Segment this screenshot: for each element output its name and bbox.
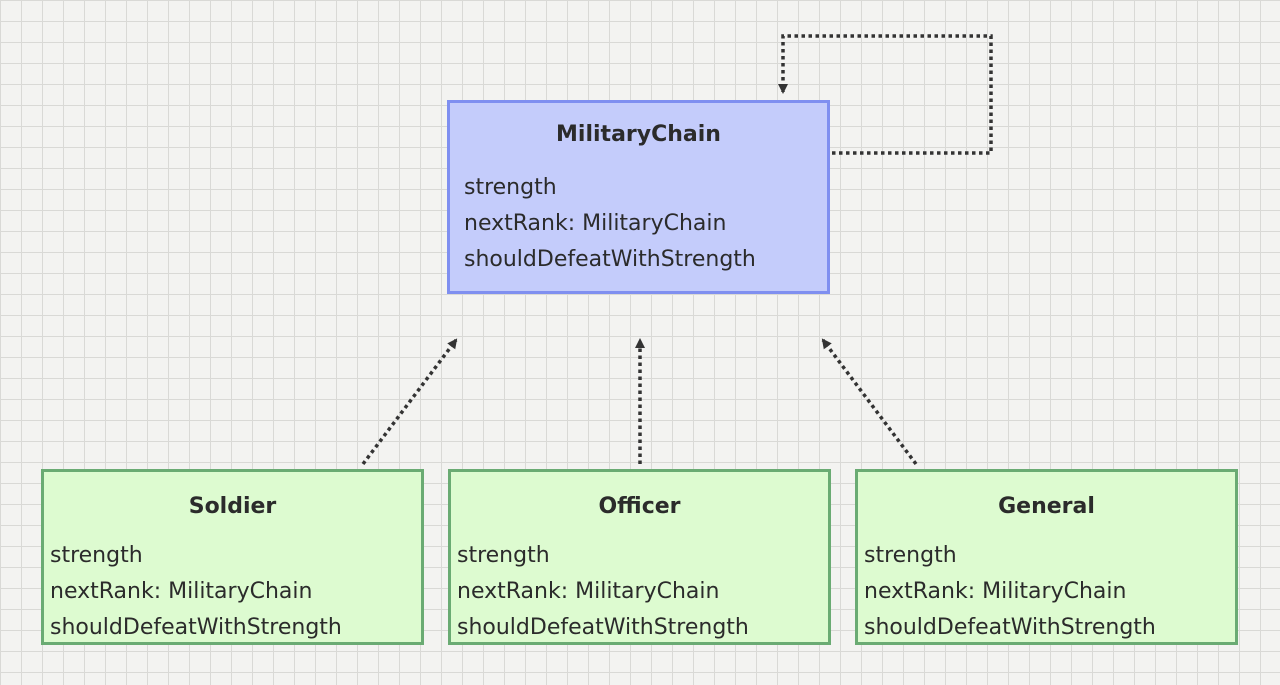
class-attribute: nextRank: MilitaryChain	[457, 579, 720, 604]
class-attribute: strength	[457, 543, 550, 568]
class-attributes: strength nextRank: MilitaryChain shouldD…	[858, 538, 1235, 646]
class-title: Officer	[598, 494, 681, 519]
class-attribute: shouldDefeatWithStrength	[50, 615, 342, 640]
class-attributes: strength nextRank: MilitaryChain shouldD…	[450, 170, 827, 278]
class-box-officer: Officer strength nextRank: MilitaryChain…	[448, 469, 831, 645]
class-attribute: strength	[864, 543, 957, 568]
class-title: General	[998, 494, 1095, 519]
soldier-inheritance-arrow	[361, 338, 458, 466]
class-title: Soldier	[188, 494, 277, 519]
class-attributes: strength nextRank: MilitaryChain shouldD…	[451, 538, 828, 646]
class-attribute: shouldDefeatWithStrength	[464, 247, 756, 272]
class-attributes: strength nextRank: MilitaryChain shouldD…	[44, 538, 421, 646]
class-box-military-chain: MilitaryChain strength nextRank: Militar…	[447, 100, 830, 294]
class-attribute: nextRank: MilitaryChain	[864, 579, 1127, 604]
class-attribute: nextRank: MilitaryChain	[464, 211, 727, 236]
class-attribute: shouldDefeatWithStrength	[457, 615, 749, 640]
class-attribute: strength	[50, 543, 143, 568]
general-inheritance-arrow	[821, 338, 918, 466]
self-reference-connector	[778, 34, 993, 155]
class-title: MilitaryChain	[556, 122, 721, 147]
class-attribute: strength	[464, 175, 557, 200]
class-box-general: General strength nextRank: MilitaryChain…	[855, 469, 1238, 645]
class-box-soldier: Soldier strength nextRank: MilitaryChain…	[41, 469, 424, 645]
class-attribute: nextRank: MilitaryChain	[50, 579, 313, 604]
class-attribute: shouldDefeatWithStrength	[864, 615, 1156, 640]
